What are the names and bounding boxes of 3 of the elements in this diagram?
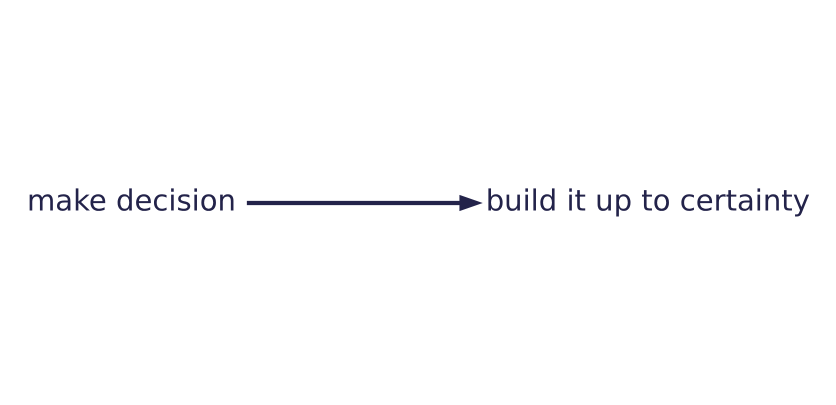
node-text: build it up to certainty: [486, 182, 810, 217]
arrow: [246, 194, 483, 211]
node-text: make decision: [26, 182, 236, 217]
